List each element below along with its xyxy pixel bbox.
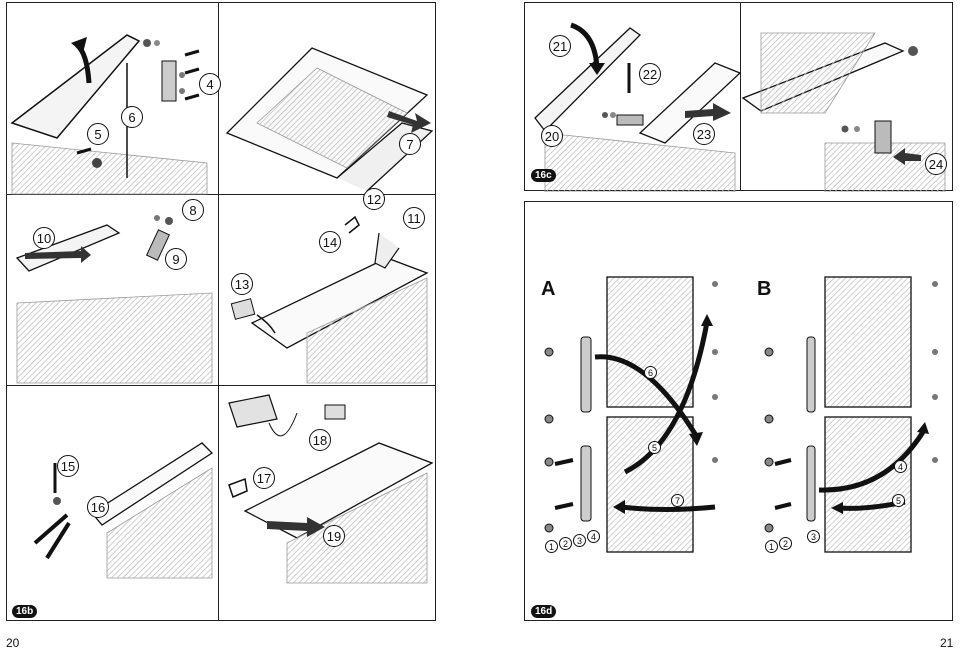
- figure-badge-16c: 16c: [531, 169, 556, 182]
- variant-b-label: B: [757, 278, 772, 300]
- callout-16: 16: [87, 496, 109, 518]
- callout-24: 24: [925, 153, 947, 175]
- variant-a-part-4: 4: [587, 530, 600, 543]
- figure-16d-panel: A B: [524, 201, 953, 621]
- variant-b-part-2: 2: [779, 537, 792, 550]
- callout-6: 6: [121, 106, 143, 128]
- callout-20: 20: [541, 125, 563, 147]
- variant-a-arrow-5: 5: [648, 441, 661, 454]
- step-slide-lid-drawing: [225, 47, 434, 192]
- grid-divider-vertical: [218, 3, 219, 620]
- callout-7: 7: [399, 133, 421, 155]
- figure-badge-16d: 16d: [531, 605, 557, 618]
- page-number-right: 21: [940, 636, 954, 650]
- variant-b-arrow-4: 4: [894, 460, 907, 473]
- grid-divider-horizontal-1: [7, 194, 435, 195]
- callout-4: 4: [199, 73, 221, 95]
- callout-23: 23: [693, 123, 715, 145]
- callout-22: 22: [639, 63, 661, 85]
- callout-5: 5: [87, 123, 109, 145]
- callout-17: 17: [253, 467, 275, 489]
- figure-16c-panel: 21 22 20 23 24 16c: [524, 2, 953, 192]
- callout-9: 9: [165, 248, 187, 270]
- callout-8: 8: [182, 199, 204, 221]
- variant-b-arrow-5: 5: [892, 494, 905, 507]
- callout-11: 11: [403, 207, 425, 229]
- variant-b-doors-drawing: [764, 276, 938, 553]
- figure-16d-illustration: [544, 276, 938, 553]
- figure-16c-illustration: [534, 22, 946, 192]
- page-number-left: 20: [6, 636, 20, 650]
- callout-18: 18: [309, 429, 331, 451]
- figure-16b-illustration: [10, 34, 434, 584]
- step-pliers-drawing: [33, 442, 214, 579]
- variant-a-part-2: 2: [559, 537, 572, 550]
- variant-b-part-1: 1: [765, 540, 778, 553]
- step-parts-bag-drawing: [228, 394, 434, 584]
- callout-10: 10: [33, 227, 55, 249]
- step-hinge-pin-drawing: [15, 215, 213, 384]
- figure-badge-16b: 16b: [12, 605, 38, 618]
- callout-12: 12: [363, 188, 385, 210]
- grid-divider-horizontal-2: [7, 385, 435, 386]
- callout-13: 13: [231, 273, 253, 295]
- callout-14: 14: [319, 231, 341, 253]
- variant-a-arrow-7: 7: [671, 494, 684, 507]
- figure-16b-panel: 4 5 6 7 8 9 10 11 12 13 14 15 16 17 18 1…: [6, 2, 436, 621]
- variant-b-part-3: 3: [807, 530, 820, 543]
- callout-21: 21: [549, 35, 571, 57]
- grid-divider-vertical-16c: [740, 3, 741, 190]
- step-cover-cap-drawing: [230, 215, 429, 384]
- variant-a-label: A: [541, 278, 556, 300]
- variant-a-arrow-6: 6: [644, 366, 657, 379]
- callout-15: 15: [57, 455, 79, 477]
- variant-a-part-1: 1: [545, 540, 558, 553]
- step-reinstall-lid-drawing: [534, 22, 742, 192]
- step-remove-top-hinge-drawing: [10, 34, 208, 195]
- variant-a-part-3: 3: [573, 534, 586, 547]
- variant-a-doors-drawing: [544, 276, 718, 553]
- step-hinge-mount-drawing: [741, 32, 946, 192]
- callout-19: 19: [323, 525, 345, 547]
